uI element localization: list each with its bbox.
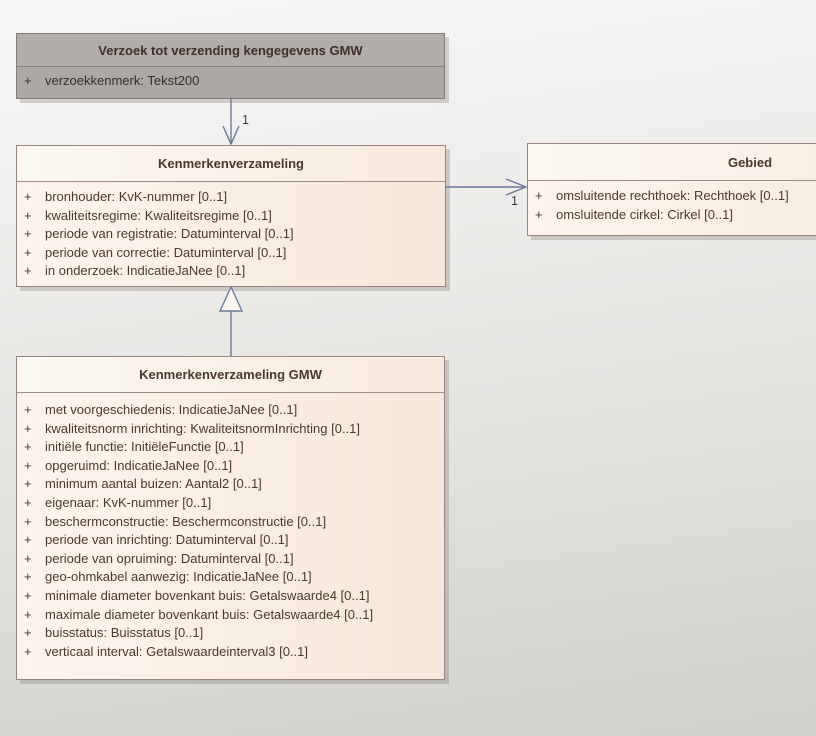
attribute-row: + in onderzoek: IndicatieJaNee [0..1] [24,262,437,281]
class-title: Verzoek tot verzending kengegevens GMW [17,34,444,67]
attribute-text: geo-ohmkabel aanwezig: IndicatieJaNee [0… [45,569,312,585]
visibility-public: + [535,188,543,203]
attribute-row: + periode van correctie: Datuminterval [0… [24,244,437,263]
class-verzoek-tot-verzending-kengegevens-gmw[interactable]: Verzoek tot verzending kengegevens GMW +… [16,33,445,99]
attribute-list: + bronhouder: KvK-nummer [0..1] + kwalitei… [17,182,445,289]
attribute-row: + initiële functie: InitiëleFunctie [0..1… [24,438,436,457]
visibility-public: + [24,420,32,436]
visibility-public: + [24,244,32,260]
attribute-text: periode van opruiming: Datuminterval [0.… [45,550,294,566]
visibility-public: + [24,569,32,585]
attribute-text: omsluitende cirkel: Cirkel [0..1] [556,206,734,222]
attribute-text: buisstatus: Buisstatus [0..1] [45,625,204,641]
visibility-public: + [24,532,32,548]
visibility-public: + [24,643,32,659]
class-kenmerkenverzameling[interactable]: Kenmerkenverzameling + bronhouder: KvK-nu… [16,145,446,287]
attribute-row: + periode van registratie: Datuminterval … [24,225,437,244]
attribute-text: verticaal interval: Getalswaardeinterval… [45,643,309,659]
attribute-list: + met voorgeschiedenis: IndicatieJaNee [0… [17,393,444,669]
class-title: Kenmerkenverzameling GMW [17,357,444,393]
attribute-text: omsluitende rechthoek: Rechthoek [0..1] [556,188,789,203]
visibility-public: + [24,189,32,204]
attribute-list: + omsluitende rechthoek: Rechthoek [0..1]… [528,181,816,232]
visibility-public: + [535,206,543,222]
attribute-text: maximale diameter bovenkant buis: Getals… [45,606,374,622]
attribute-text: verzoekkenmerk: Tekst200 [45,73,200,88]
attribute-row: + omsluitende rechthoek: Rechthoek [0..1] [535,187,816,206]
attribute-text: periode van registratie: Datuminterval [… [45,226,294,242]
attribute-row: + verticaal interval: Getalswaardeinterva… [24,643,436,662]
attribute-list: + verzoekkenmerk: Tekst200 [17,67,444,99]
generalization-arrow-gmw-to-kenmerkenverzameling[interactable] [217,286,246,357]
attribute-text: minimum aantal buizen: Aantal2 [0..1] [45,476,262,492]
attribute-row: + eigenaar: KvK-nummer [0..1] [24,494,436,513]
visibility-public: + [24,457,32,473]
attribute-row: + periode van opruiming: Datuminterval [0… [24,550,436,569]
attribute-row: + geo-ohmkabel aanwezig: IndicatieJaNee [… [24,568,436,587]
attribute-row: + verzoekkenmerk: Tekst200 [24,72,436,91]
visibility-public: + [24,606,32,622]
attribute-row: + periode van inrichting: Datuminterval [… [24,531,436,550]
attribute-row: + beschermconstructie: Beschermconstructi… [24,513,436,532]
multiplicity-label: 1 [511,194,518,208]
visibility-public: + [24,494,32,510]
visibility-public: + [24,263,32,279]
attribute-row: + minimale diameter bovenkant buis: Getal… [24,587,436,606]
class-gebied[interactable]: Gebied + omsluitende rechthoek: Rechthoek… [527,143,816,236]
multiplicity-label: 1 [242,113,249,127]
attribute-row: + bronhouder: KvK-nummer [0..1] [24,188,437,207]
visibility-public: + [24,207,32,223]
visibility-public: + [24,226,32,242]
visibility-public: + [24,439,32,455]
visibility-public: + [24,73,32,88]
attribute-text: periode van correctie: Datuminterval [0.… [45,244,287,260]
class-title: Kenmerkenverzameling [17,146,445,182]
visibility-public: + [24,587,32,603]
visibility-public: + [24,513,32,529]
class-title: Gebied [528,144,816,181]
attribute-text: minimale diameter bovenkant buis: Getals… [45,587,370,603]
attribute-row: + maximale diameter bovenkant buis: Getal… [24,606,436,625]
attribute-text: kwaliteitsnorm inrichting: Kwaliteitsnor… [45,420,361,436]
visibility-public: + [24,402,32,417]
attribute-row: + opgeruimd: IndicatieJaNee [0..1] [24,457,436,476]
visibility-public: + [24,476,32,492]
attribute-row: + kwaliteitsregime: Kwaliteitsregime [0..… [24,207,437,226]
class-kenmerkenverzameling-gmw[interactable]: Kenmerkenverzameling GMW + met voorgeschi… [16,356,445,680]
visibility-public: + [24,550,32,566]
attribute-text: met voorgeschiedenis: IndicatieJaNee [0.… [45,402,298,417]
attribute-text: bronhouder: KvK-nummer [0..1] [45,189,228,204]
attribute-text: periode van inrichting: Datuminterval [0… [45,532,289,548]
attribute-row: + omsluitende cirkel: Cirkel [0..1] [535,206,816,225]
association-arrow-verzoek-to-kenmerkenverzameling[interactable] [215,99,249,146]
attribute-row: + kwaliteitsnorm inrichting: Kwaliteitsno… [24,420,436,439]
visibility-public: + [24,625,32,641]
attribute-text: opgeruimd: IndicatieJaNee [0..1] [45,457,233,473]
attribute-row: + minimum aantal buizen: Aantal2 [0..1] [24,475,436,494]
attribute-text: eigenaar: KvK-nummer [0..1] [45,494,212,510]
association-arrow-kenmerkenverzameling-to-gebied[interactable] [445,176,528,200]
attribute-row: + met voorgeschiedenis: IndicatieJaNee [0… [24,401,436,420]
attribute-row: + buisstatus: Buisstatus [0..1] [24,624,436,643]
attribute-text: initiële functie: InitiëleFunctie [0..1] [45,439,244,455]
attribute-text: in onderzoek: IndicatieJaNee [0..1] [45,263,246,279]
attribute-text: kwaliteitsregime: Kwaliteitsregime [0..1… [45,207,272,223]
attribute-text: beschermconstructie: Beschermconstructie… [45,513,327,529]
